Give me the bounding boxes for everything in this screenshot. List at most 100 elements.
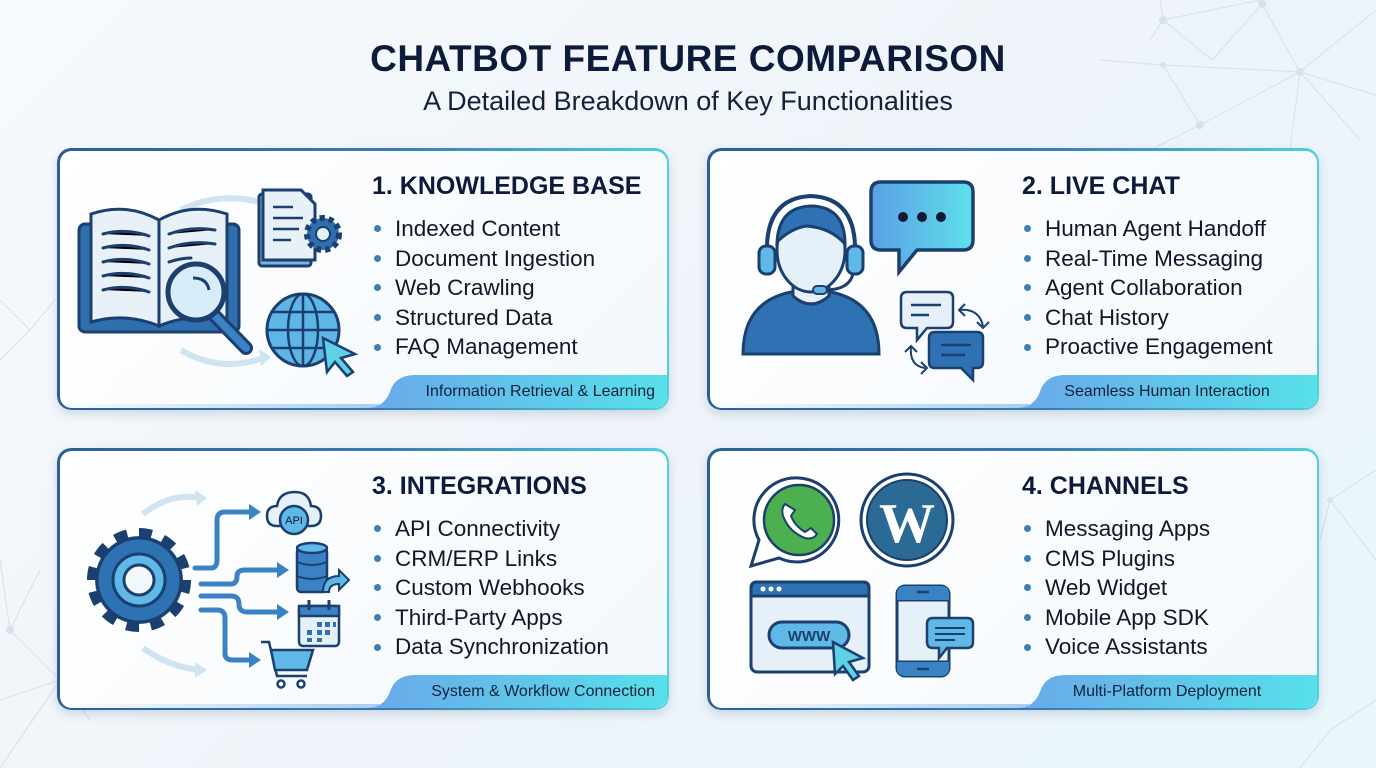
list-item: Chat History <box>1024 303 1273 333</box>
flow-arrow-bottom <box>179 347 268 368</box>
cart-icon <box>261 640 315 689</box>
api-cloud-icon: API <box>265 490 323 536</box>
globe-cursor-icon <box>265 292 359 378</box>
list-item-text: CMS Plugins <box>1045 545 1176 571</box>
list-item-text: Proactive Engagement <box>1045 334 1273 360</box>
list-item: Third-Party Apps <box>374 603 609 633</box>
bullet-icon <box>1024 254 1031 262</box>
bullet-icon <box>374 284 381 292</box>
list-item-text: Indexed Content <box>395 216 561 241</box>
feature-list: Indexed Content Document Ingestion Web C… <box>374 214 595 362</box>
card-title: 2. LIVE CHAT <box>1022 172 1180 200</box>
list-item: Custom Webhooks <box>374 573 609 603</box>
list-item-text: Agent Collaboration <box>1045 275 1243 301</box>
footer-label: Seamless Human Interaction <box>1064 383 1270 400</box>
card-title: 4. CHANNELS <box>1022 472 1189 500</box>
svg-text:W: W <box>879 493 935 555</box>
typing-bubble-icon <box>869 180 975 277</box>
browser-www-icon: WWW <box>749 580 871 682</box>
list-item-text: CRM/ERP Links <box>395 545 558 571</box>
flow-arrow-top <box>179 195 267 213</box>
footer-label: System & Workflow Connection <box>431 683 655 700</box>
footer-ribbon: Multi-Platform Deployment <box>1017 675 1317 708</box>
headset-agent-icon <box>741 193 881 356</box>
connector-arrows <box>192 509 282 663</box>
list-item: CRM/ERP Links <box>374 544 609 574</box>
page-title: CHATBOT FEATURE COMPARISON <box>370 38 1006 79</box>
bullet-icon <box>374 584 381 592</box>
list-item-text: Real-Time Messaging <box>1045 245 1263 271</box>
card-live-chat: 2. LIVE CHAT Human Agent Handoff Real-Ti… <box>707 148 1319 410</box>
footer-label: Information Retrieval & Learning <box>425 383 655 400</box>
document-gear-icon <box>257 188 342 268</box>
list-item: Voice Assistants <box>1024 632 1210 662</box>
list-item: Proactive Engagement <box>1024 332 1273 362</box>
footer-ribbon: Seamless Human Interaction <box>1017 375 1317 408</box>
bullet-icon <box>374 254 381 262</box>
card-channels: W WWW 4. CHANNELS Messaging Apps CMS Plu… <box>707 448 1319 710</box>
list-item-text: Data Synchronization <box>395 634 609 660</box>
database-icon <box>295 541 351 594</box>
bullet-icon <box>374 525 381 533</box>
list-item-text: FAQ Management <box>395 334 578 360</box>
integrations-illustration: API <box>87 490 351 689</box>
footer-line <box>59 704 379 708</box>
list-item: Structured Data <box>374 303 595 333</box>
bullet-icon <box>374 314 381 322</box>
card-integrations: API 3. INTEGRATIONS API Connectivity CRM… <box>57 448 669 710</box>
list-item-text: Messaging Apps <box>1045 516 1211 541</box>
calendar-icon <box>297 600 341 648</box>
list-item-text: Human Agent Handoff <box>1045 216 1266 241</box>
bullet-icon <box>1024 554 1031 562</box>
bullet-icon <box>374 643 381 651</box>
card-title: 1. KNOWLEDGE BASE <box>372 172 642 200</box>
footer-ribbon: System & Workflow Connection <box>367 675 667 708</box>
list-item-text: Mobile App SDK <box>1045 604 1209 630</box>
bullet-icon <box>1024 225 1031 233</box>
api-label: API <box>285 515 303 527</box>
bullet-icon <box>1024 343 1031 351</box>
footer-line <box>59 404 379 408</box>
list-item-text: Custom Webhooks <box>395 575 585 601</box>
feature-list: API Connectivity CRM/ERP Links Custom We… <box>374 514 609 662</box>
list-item: Messaging Apps <box>1024 514 1210 544</box>
list-item: Agent Collaboration <box>1024 273 1273 303</box>
feature-list: Messaging Apps CMS Plugins Web Widget Mo… <box>1024 514 1210 662</box>
list-item-text: Web Widget <box>1045 575 1168 601</box>
knowledge-base-illustration <box>77 188 359 378</box>
page-subtitle: A Detailed Breakdown of Key Functionalit… <box>423 86 953 116</box>
live-chat-illustration <box>741 180 990 384</box>
card-title: 3. INTEGRATIONS <box>372 472 587 500</box>
list-item: FAQ Management <box>374 332 595 362</box>
list-item: CMS Plugins <box>1024 544 1210 574</box>
gear-icon <box>87 528 191 632</box>
feature-list: Human Agent Handoff Real-Time Messaging … <box>1024 214 1273 362</box>
bullet-icon <box>1024 584 1031 592</box>
list-item: Web Crawling <box>374 273 595 303</box>
bullet-icon <box>374 554 381 562</box>
list-item-text: Third-Party Apps <box>395 604 563 630</box>
magnifier-icon <box>165 261 253 355</box>
bullet-icon <box>1024 643 1031 651</box>
wordpress-icon: W <box>859 472 955 568</box>
footer-ribbon: Information Retrieval & Learning <box>367 375 667 408</box>
list-item: Human Agent Handoff <box>1024 214 1273 244</box>
list-item-text: Chat History <box>1045 304 1169 330</box>
bullet-icon <box>1024 614 1031 622</box>
footer-line <box>709 704 1029 708</box>
list-item-text: Document Ingestion <box>395 245 596 271</box>
list-item: Web Widget <box>1024 573 1210 603</box>
mobile-chat-icon <box>895 584 975 678</box>
exchange-bubbles-icon <box>899 290 990 384</box>
list-item: Data Synchronization <box>374 632 609 662</box>
bullet-icon <box>374 225 381 233</box>
bullet-icon <box>1024 314 1031 322</box>
footer-line <box>709 404 1029 408</box>
bullet-icon <box>1024 284 1031 292</box>
whatsapp-icon <box>748 476 841 569</box>
list-item: Real-Time Messaging <box>1024 244 1273 274</box>
footer-label: Multi-Platform Deployment <box>1072 683 1262 700</box>
bullet-icon <box>374 614 381 622</box>
list-item-text: API Connectivity <box>395 516 561 541</box>
